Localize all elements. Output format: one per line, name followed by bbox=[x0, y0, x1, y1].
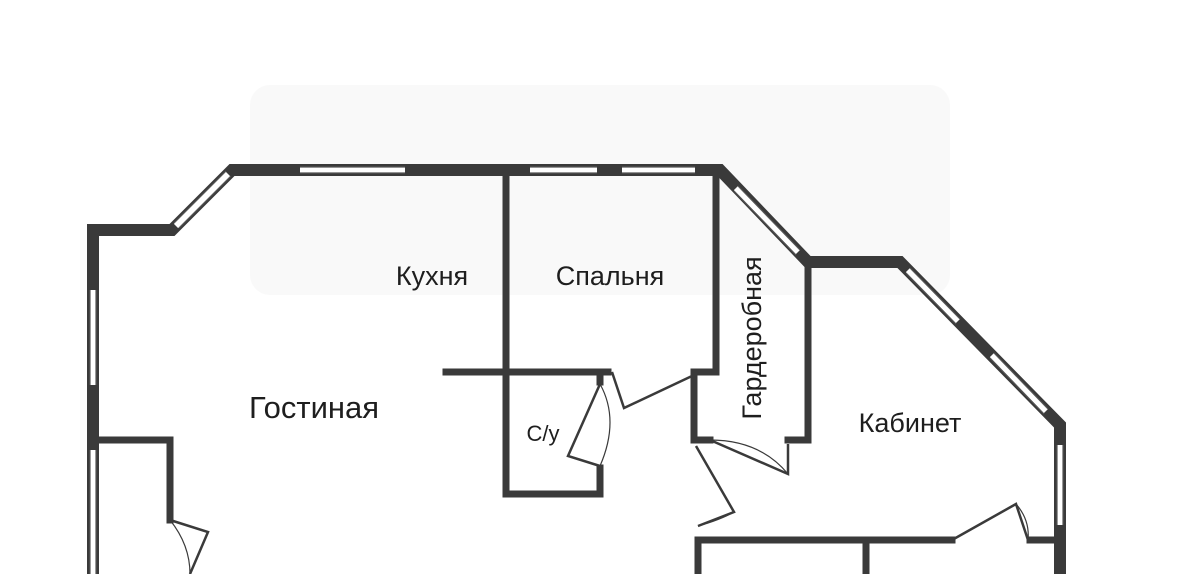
door-wardrobe bbox=[709, 438, 790, 476]
room-labels: Гостиная Кухня Спальня С/у Гардеробная К… bbox=[249, 256, 961, 446]
label-kitchen: Кухня bbox=[396, 261, 468, 291]
windows bbox=[89, 166, 1064, 574]
window-diagonal-left bbox=[173, 170, 232, 229]
window-top-kitchen-bedroom-1 bbox=[530, 166, 597, 174]
window-left-lower bbox=[89, 450, 97, 574]
door-bathroom bbox=[566, 383, 611, 468]
window-top-kitchen-bedroom-2 bbox=[622, 166, 695, 174]
window-diagonal-office-2 bbox=[989, 352, 1049, 415]
label-bedroom: Спальня bbox=[556, 261, 665, 291]
watermark bbox=[250, 85, 950, 295]
label-bathroom: С/у bbox=[527, 421, 560, 446]
label-living-room: Гостиная bbox=[249, 390, 379, 425]
door-bedroom bbox=[610, 371, 693, 410]
interior-walls bbox=[94, 170, 1060, 574]
door-left-room bbox=[169, 518, 210, 574]
label-wardrobe: Гардеробная bbox=[737, 256, 767, 419]
window-diagonal-office-1 bbox=[905, 267, 961, 325]
door-office bbox=[951, 502, 1030, 542]
doors bbox=[169, 371, 1030, 574]
window-top-left bbox=[300, 166, 405, 174]
label-office: Кабинет bbox=[859, 408, 962, 438]
window-right bbox=[1056, 445, 1064, 525]
window-left-upper bbox=[89, 290, 97, 385]
door-corridor bbox=[694, 445, 736, 528]
window-diagonal-wardrobe bbox=[733, 185, 801, 256]
